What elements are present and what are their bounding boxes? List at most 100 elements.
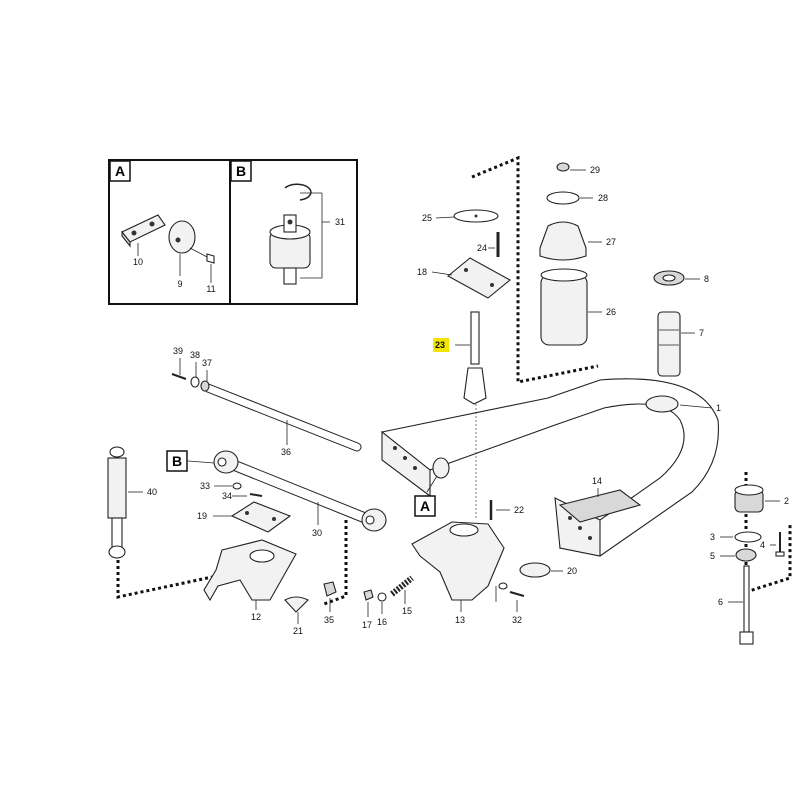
inset-a-letter: A xyxy=(115,163,125,179)
washer-part-28 xyxy=(546,191,580,205)
bracket-hole xyxy=(245,511,249,515)
callout-a-arrow xyxy=(426,475,438,493)
callout-b-box xyxy=(166,450,188,472)
washer-part-3 xyxy=(734,531,762,543)
bolt-hole xyxy=(578,526,582,530)
washer-part-35 xyxy=(323,581,337,597)
label-40: 40 xyxy=(147,487,157,497)
leader-18 xyxy=(431,271,453,276)
label-17: 17 xyxy=(362,620,372,630)
shock-lower-body xyxy=(111,517,123,549)
nut-part-33 xyxy=(232,482,242,490)
label-35: 35 xyxy=(324,615,334,625)
label-16: 16 xyxy=(377,617,387,627)
label-15: 15 xyxy=(402,606,412,616)
plate-part-18 xyxy=(447,257,511,299)
bolt-shank-11 xyxy=(189,247,210,259)
transverse-link-part-30: 30 B xyxy=(166,450,387,538)
nut-part-29 xyxy=(556,162,570,172)
label-10: 10 xyxy=(133,257,143,267)
plate-hole xyxy=(464,268,468,272)
label-39: 39 xyxy=(173,346,183,356)
bracket-12-group: 12 21 xyxy=(203,539,309,636)
inset-a-tab xyxy=(109,160,131,182)
label-21: 21 xyxy=(293,626,303,636)
shock-absorber-part-40: 40 xyxy=(107,446,157,559)
label-14: 14 xyxy=(592,476,602,486)
label-27: 27 xyxy=(606,237,616,247)
circlip-icon xyxy=(284,183,312,201)
label-3: 3 xyxy=(710,532,715,542)
label-9: 9 xyxy=(177,279,182,289)
plate-hole xyxy=(490,283,494,287)
link-bushing-hole xyxy=(217,457,227,467)
pin-base-23 xyxy=(463,367,487,405)
label-38: 38 xyxy=(190,350,200,360)
bracket-14-top xyxy=(558,489,642,523)
inset-panels: A B 10 9 11 xyxy=(108,159,358,305)
bolt-hole xyxy=(393,446,397,450)
bracket-hole xyxy=(272,517,276,521)
bracket-part-14: 14 xyxy=(558,476,642,523)
washer-part-32a xyxy=(498,582,508,590)
dashed-line-left xyxy=(116,560,213,599)
main-frame-part-1: 1 xyxy=(380,378,721,557)
shock-upper-body xyxy=(107,457,127,519)
mount-hole xyxy=(662,274,676,282)
shock-eye-bottom xyxy=(108,545,126,559)
plate-edge xyxy=(121,230,131,248)
center-column: 25 24 18 23 xyxy=(417,209,511,520)
label-31: 31 xyxy=(335,217,345,227)
label-30: 30 xyxy=(312,528,322,538)
label-20: 20 xyxy=(567,566,577,576)
spring-stack: 29 28 27 26 xyxy=(539,162,616,346)
pin-hole xyxy=(287,219,293,225)
bracket-13-group: 13 22 20 32 15 17 16 35 xyxy=(323,500,577,630)
rod-part-36 xyxy=(204,384,361,451)
dashed-line-center xyxy=(323,520,348,606)
label-11: 11 xyxy=(206,284,215,294)
bolt-hole xyxy=(413,466,417,470)
bracket-12-bore xyxy=(249,549,275,563)
plate-hole xyxy=(149,221,155,227)
label-29: 29 xyxy=(590,165,600,175)
label-28: 28 xyxy=(598,193,608,203)
label-25: 25 xyxy=(422,213,432,223)
bracket-part-12 xyxy=(203,539,297,602)
washer-part-9 xyxy=(168,220,196,254)
inset-b-letter: B xyxy=(236,163,246,179)
bolt-part-32 xyxy=(509,591,525,597)
callout-a-box xyxy=(414,495,436,517)
nut-part-37 xyxy=(200,380,210,392)
label-32: 32 xyxy=(512,615,522,625)
callout-b-letter: B xyxy=(172,453,182,469)
label-12: 12 xyxy=(251,612,261,622)
leader-1 xyxy=(679,404,713,409)
label-7: 7 xyxy=(699,328,704,338)
label-18: 18 xyxy=(417,267,427,277)
frame-bushing-a xyxy=(432,457,450,479)
bracket-13-bore xyxy=(449,523,479,537)
bushing-pin-bottom xyxy=(283,267,297,285)
screw-head-4 xyxy=(775,551,785,557)
damper-part-7 xyxy=(657,311,681,377)
label-5: 5 xyxy=(710,551,715,561)
label-36: 36 xyxy=(281,447,291,457)
washer-part-38 xyxy=(190,376,200,388)
air-spring-part-26 xyxy=(540,274,588,346)
right-bolt-stack: 2 3 4 5 6 xyxy=(710,484,789,645)
left-rod: 36 39 38 37 xyxy=(171,346,362,457)
nut-part-17 xyxy=(363,589,374,601)
callout-b-arrow xyxy=(187,460,215,464)
label-13: 13 xyxy=(455,615,465,625)
air-spring-top xyxy=(540,268,588,282)
frame-mount-top xyxy=(645,395,679,413)
label-34: 34 xyxy=(222,491,232,501)
plate-hole xyxy=(131,230,137,236)
bracket-19-group: 19 33 34 xyxy=(197,481,292,533)
label-24: 24 xyxy=(477,243,487,253)
bushing-top xyxy=(734,484,764,496)
inset-b-parts: 31 xyxy=(269,183,345,285)
label-37: 37 xyxy=(202,358,212,368)
